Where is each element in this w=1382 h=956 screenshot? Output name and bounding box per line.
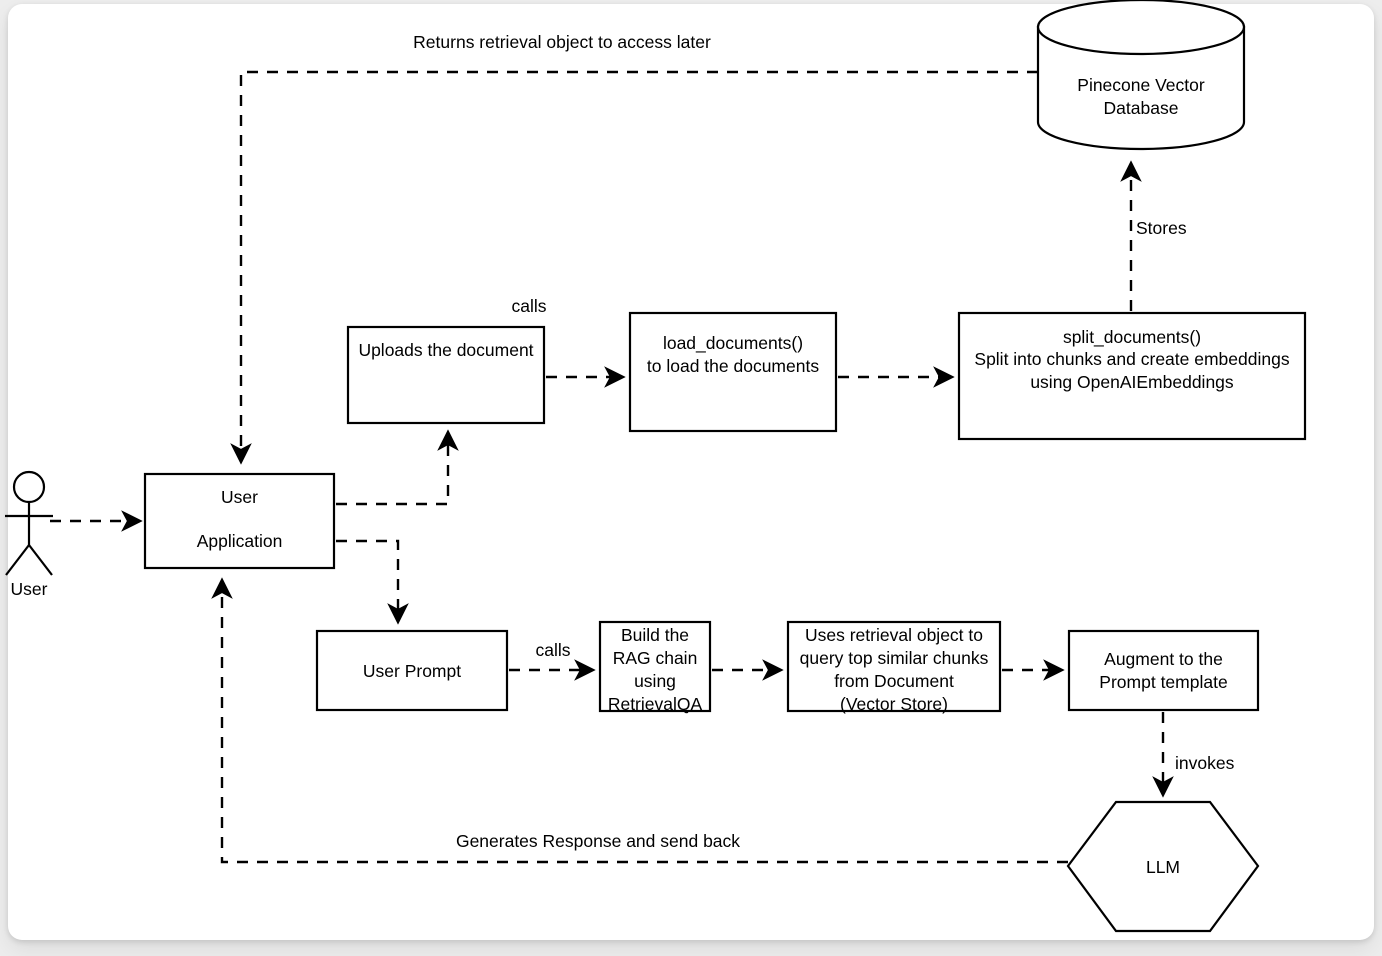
edge-label-calls-prompt: calls xyxy=(535,640,571,660)
node-user-prompt[interactable] xyxy=(315,629,509,712)
edge-application-to-user-prompt xyxy=(336,539,409,625)
edge-label-stores: Stores xyxy=(1136,218,1187,238)
edge-label-invokes: invokes xyxy=(1175,753,1235,773)
edge-returns-retrieval-object xyxy=(230,70,1038,465)
diagram-card xyxy=(8,4,1374,940)
edge-application-to-uploads xyxy=(336,429,459,506)
node-retrieval-query[interactable] xyxy=(786,620,1002,713)
user-actor-icon xyxy=(5,470,53,576)
node-uploads-document[interactable] xyxy=(346,325,546,425)
node-augment-prompt[interactable] xyxy=(1067,629,1260,712)
edge-label-generates-response: Generates Response and send back xyxy=(455,831,741,851)
node-pinecone-database[interactable] xyxy=(1036,0,1246,151)
edge-llm-to-application-response xyxy=(211,577,1068,864)
node-load-documents[interactable] xyxy=(628,311,838,433)
node-split-documents[interactable] xyxy=(957,311,1307,441)
node-user-application[interactable] xyxy=(143,472,336,570)
node-llm[interactable] xyxy=(1066,800,1260,933)
edge-label-returns-retrieval-object: Returns retrieval object to access later xyxy=(413,32,711,52)
edge-label-calls-upload: calls xyxy=(511,296,547,316)
node-rag-chain[interactable] xyxy=(598,620,712,713)
